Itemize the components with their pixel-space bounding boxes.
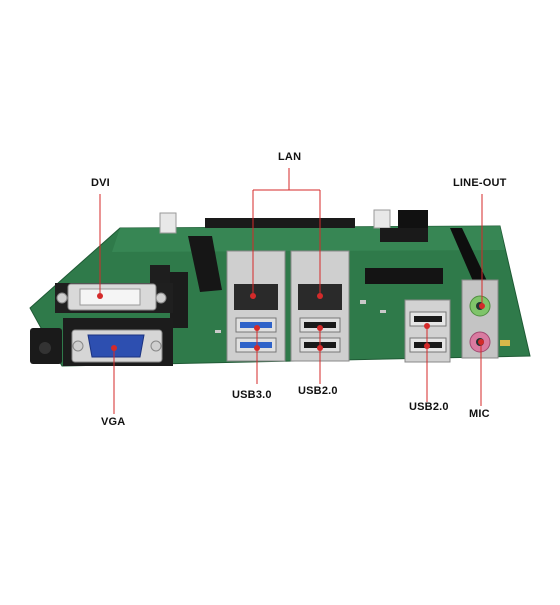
dc-jack-hole	[39, 342, 51, 354]
lan-label: LAN	[278, 151, 302, 163]
usb20-center-label: USB2.0	[298, 385, 338, 397]
fan-header-2	[373, 209, 391, 229]
memory-slot	[205, 218, 355, 228]
dvi-pins	[79, 288, 141, 306]
usb30-label: USB3.0	[232, 389, 272, 401]
dvi-screw-right	[155, 292, 167, 304]
ic-chip	[150, 265, 170, 285]
mic-label: MIC	[469, 408, 490, 420]
m2-slot	[380, 228, 428, 242]
vga-screw-right	[150, 340, 162, 352]
black-connector	[398, 210, 428, 228]
mpcie-slot	[188, 236, 222, 292]
callouts	[99, 168, 483, 414]
dvi-label: DVI	[91, 177, 110, 189]
usb20-right-label: USB2.0	[409, 401, 449, 413]
vga-label: VGA	[101, 416, 126, 428]
dvi-screw-left	[56, 292, 68, 304]
callout-dots	[97, 293, 485, 351]
sodimm-slot	[365, 268, 443, 284]
lan-usb3-stack	[226, 250, 286, 362]
fan-header	[159, 212, 177, 234]
vga-screw-left	[72, 340, 84, 352]
line-out-label: LINE-OUT	[453, 177, 507, 189]
lan-callout-line	[252, 168, 321, 296]
pin-header	[170, 272, 188, 328]
